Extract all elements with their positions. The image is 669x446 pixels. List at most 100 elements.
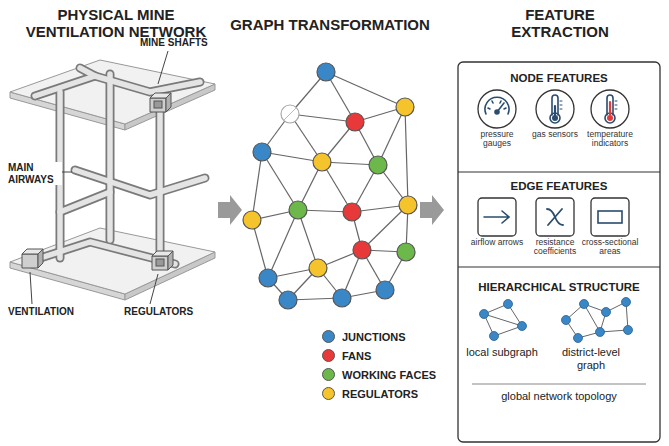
icon-stroke — [615, 101, 617, 109]
feature-icon: cross-sectional areas — [580, 196, 640, 257]
icon-stroke — [478, 198, 516, 236]
icon-stroke — [598, 211, 622, 223]
feature-icon: resistance coefficients — [525, 196, 585, 257]
gauge-icon — [475, 88, 519, 130]
mini-node — [596, 328, 605, 337]
feature-icon: airflow arrows — [467, 196, 527, 247]
feature-section: HIERARCHICAL STRUCTURE global network top… — [458, 267, 660, 442]
flow-arrow — [218, 195, 242, 225]
graph-node — [399, 196, 417, 214]
icon-stroke — [484, 211, 509, 223]
mini-node — [574, 334, 583, 343]
icon-caption: gas sensors — [525, 130, 585, 139]
icon-stroke — [485, 97, 509, 114]
legend-swatch — [322, 349, 335, 362]
legend-swatch — [322, 368, 335, 381]
icon-caption: cross-sectional areas — [580, 238, 640, 257]
icon-stroke — [560, 101, 562, 109]
graph-edge — [252, 152, 262, 220]
graph-edge — [268, 210, 298, 278]
part-label: REGULATORS — [122, 306, 195, 318]
legend-swatch — [322, 387, 335, 400]
legend-row: FANS — [322, 349, 371, 362]
mini-node — [622, 298, 631, 307]
graph-edges — [252, 72, 408, 300]
feature-section: EDGE FEATURES airflow arrowsresistance co… — [458, 172, 660, 267]
section-title: PHYSICAL MINE VENTILATION NETWORK — [6, 6, 226, 41]
graph-node — [309, 259, 327, 277]
mini-node — [504, 300, 513, 309]
graph-node — [343, 203, 361, 221]
icon-stroke — [536, 198, 574, 236]
icon-stroke — [609, 102, 611, 115]
area-icon — [588, 196, 632, 238]
icon-stroke — [591, 198, 629, 236]
mini-node — [490, 332, 499, 341]
icon-caption: resistance coefficients — [525, 238, 585, 257]
removed-mark — [284, 108, 296, 120]
fan-box — [22, 249, 43, 268]
legend-text: FANS — [342, 350, 371, 362]
section-title: FEATURE EXTRACTION — [485, 6, 635, 41]
mini-node — [480, 310, 489, 319]
part-label: MINE SHAFTS — [138, 37, 210, 49]
caption-label: district-level graph — [550, 346, 632, 371]
temp-icon — [588, 88, 632, 130]
icon-stroke — [478, 90, 516, 128]
panel-divider — [458, 266, 660, 267]
flow-arrow — [420, 195, 444, 225]
icon-caption: temperature indicators — [580, 130, 640, 149]
legend-row: WORKING FACES — [322, 368, 436, 381]
icon-stroke — [591, 90, 629, 128]
graph-node — [346, 113, 364, 131]
section-heading: HIERARCHICAL STRUCTURE — [458, 281, 660, 293]
legend-text: WORKING FACES — [342, 369, 436, 381]
graph-edge — [290, 114, 355, 122]
icon-stroke — [547, 209, 563, 225]
graph-node — [313, 153, 331, 171]
icon-stroke — [536, 90, 574, 128]
icon-stroke — [554, 106, 556, 115]
part-label: VENTILATION — [6, 306, 76, 318]
chi-icon — [533, 196, 577, 238]
graph-node — [333, 289, 351, 307]
graph-node — [253, 143, 271, 161]
icon-stroke — [552, 95, 558, 115]
graph-node — [243, 211, 261, 229]
section-title: GRAPH TRANSFORMATION — [215, 16, 445, 33]
mini-node — [580, 300, 589, 309]
mini-graph-nodes — [480, 298, 633, 343]
legend-row: REGULATORS — [322, 387, 418, 400]
graph-edge — [326, 72, 405, 107]
fan-box — [150, 93, 171, 112]
graph-nodes — [243, 63, 417, 309]
graph-edge — [262, 152, 298, 210]
separator — [472, 384, 646, 385]
graph-node — [289, 201, 307, 219]
section-note: global network topology — [458, 390, 660, 402]
graph-node — [259, 269, 277, 287]
arrow-icon — [475, 196, 519, 238]
regulator-box — [152, 251, 173, 270]
graph-edge — [405, 107, 408, 205]
panel-divider — [458, 171, 660, 172]
graph-node — [369, 156, 387, 174]
mini-edge — [484, 314, 522, 326]
mini-node — [562, 316, 571, 325]
mini-node — [624, 326, 633, 335]
feature-panel — [458, 62, 660, 442]
icon-caption: airflow arrows — [467, 238, 527, 247]
icon-stroke — [548, 209, 562, 225]
graph-node — [353, 241, 371, 259]
feature-icon: gas sensors — [525, 88, 585, 139]
legend-text: JUNCTIONS — [342, 331, 406, 343]
feature-section: NODE FEATURES pressure gaugesgas sensorst… — [458, 62, 660, 172]
icon-caption: pressure gauges — [467, 130, 527, 149]
legend-row: JUNCTIONS — [322, 330, 406, 343]
section-heading: EDGE FEATURES — [458, 180, 660, 192]
icon-stroke — [495, 110, 499, 114]
feature-icon: temperature indicators — [580, 88, 640, 149]
feature-icon: pressure gauges — [467, 88, 527, 149]
section-heading: NODE FEATURES — [458, 72, 660, 84]
graph-node — [281, 105, 299, 123]
